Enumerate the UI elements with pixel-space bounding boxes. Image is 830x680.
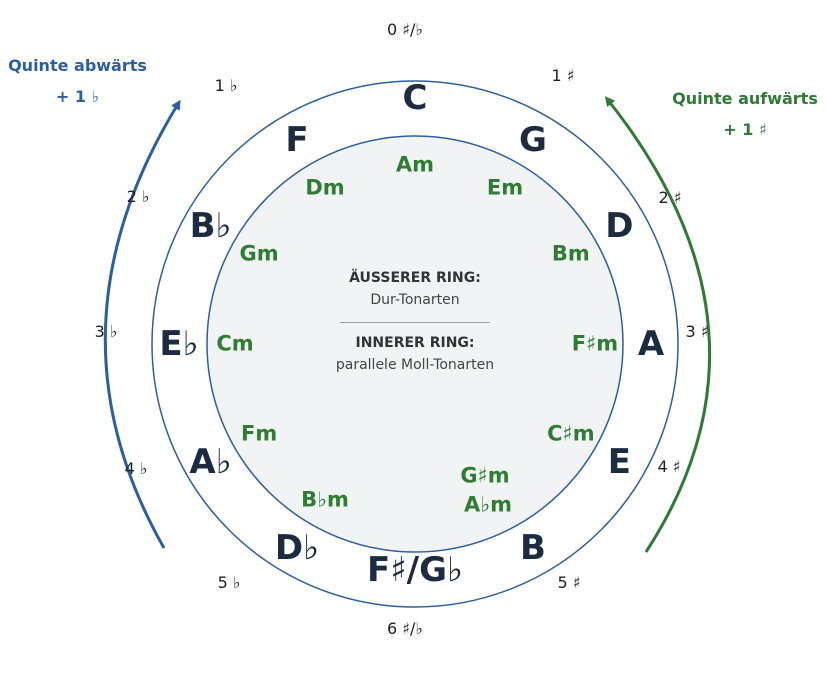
accidental-count-sharp: 2 ♯: [658, 188, 682, 207]
inner-ring-sub: parallele Moll-Tonarten: [335, 357, 495, 373]
accidental-count-bottom: 6 ♯/♭: [387, 619, 423, 638]
inner-ring: [206, 135, 624, 553]
minor-key-label: Cm: [216, 331, 254, 356]
minor-key-label: F♯m: [571, 331, 619, 356]
major-key-label: E: [607, 442, 631, 482]
major-key-label: A♭: [189, 442, 232, 482]
major-key-label: F: [285, 119, 309, 160]
annotation-left-title: Quinte abwärts: [8, 56, 147, 75]
accidental-count-sharp: 4 ♯: [657, 457, 681, 476]
minor-key-label: Gm: [239, 241, 279, 266]
minor-key-label: Dm: [305, 175, 345, 200]
outer-ring-sub: Dur-Tonarten: [370, 292, 460, 308]
accidental-count-sharp: 3 ♯: [685, 322, 709, 341]
accidental-count-flat: 1 ♭: [214, 76, 238, 95]
minor-key-label: B♭m: [301, 487, 349, 512]
major-key-label: B♭: [189, 206, 232, 246]
major-key-label: D: [605, 206, 634, 246]
major-key-label: F♯/G♭: [366, 550, 464, 590]
annotation-right: Quinte aufwärts + 1 ♯: [665, 89, 825, 139]
accidental-count-flat: 3 ♭: [94, 322, 118, 341]
minor-key-label: Bm: [551, 241, 590, 266]
minor-key-label: A♭m: [463, 492, 513, 517]
inner-ring-title: INNERER RING:: [355, 335, 475, 351]
minor-key-label: Fm: [240, 421, 278, 446]
accidental-count-top: 0 ♯/♭: [387, 20, 423, 39]
major-key-label: G: [519, 119, 547, 160]
arrow-up-fifth: [604, 96, 712, 553]
major-key-label: C: [402, 78, 428, 118]
annotation-right-title: Quinte aufwärts: [672, 89, 818, 108]
minor-key-label: Am: [395, 152, 435, 177]
outer-ring-title: ÄUSSERER RING:: [349, 270, 481, 286]
minor-key-label: Em: [486, 175, 524, 200]
accidental-count-flat: 4 ♭: [124, 459, 148, 478]
center-legend: ÄUSSERER RING: Dur-Tonarten INNERER RING…: [320, 270, 510, 373]
accidental-count-sharp: 5 ♯: [557, 573, 581, 592]
accidental-count-flat: 2 ♭: [126, 187, 150, 206]
annotation-left-sub: + 1 ♭: [55, 87, 100, 106]
center-divider: [340, 322, 490, 323]
arrow-down-fifth: [103, 99, 181, 549]
minor-key-label: C♯m: [547, 421, 595, 446]
accidental-count-flat: 5 ♭: [217, 573, 241, 592]
major-key-label: D♭: [274, 528, 320, 569]
major-key-label: B: [520, 528, 546, 569]
minor-key-label: G♯m: [460, 463, 510, 488]
annotation-right-sub: + 1 ♯: [723, 120, 767, 139]
major-key-label: A: [637, 324, 665, 364]
annotation-left: Quinte abwärts + 1 ♭: [0, 56, 155, 106]
accidental-count-sharp: 1 ♯: [551, 66, 575, 85]
major-key-label: E♭: [159, 324, 199, 364]
